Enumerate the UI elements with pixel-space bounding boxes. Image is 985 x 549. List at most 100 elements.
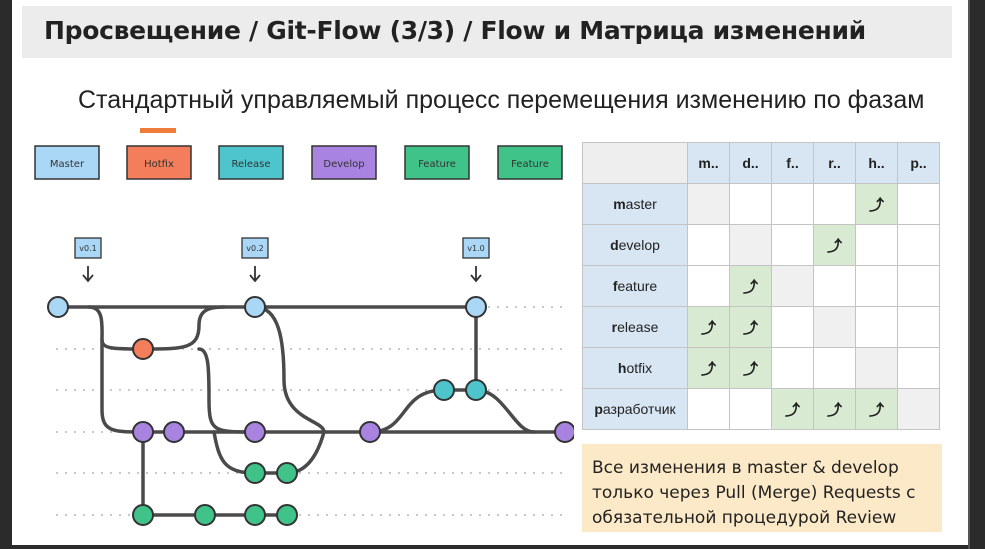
matrix-cell [813,265,856,307]
commit-feature [244,462,266,484]
matrix-row-label: разработчик [582,388,688,430]
legend-feature-2: Feature [497,145,563,180]
commit-feature [276,504,298,526]
matrix-cell [687,388,730,430]
matrix-row-label: master [582,183,688,225]
matrix-cell-allowed: ⤴ [855,183,898,225]
commit-release [465,379,487,401]
matrix-cell-allowed: ⤴ [771,388,814,430]
matrix-cell [897,183,940,225]
matrix-col-develop: d.. [729,142,772,184]
version-tags: v0.1 v0.2 v1.0 [74,237,490,283]
commit-feature [244,504,266,526]
matrix-cell [855,306,898,348]
commit-develop [132,421,154,443]
version-tag-v1-0: v1.0 [462,237,490,283]
legend-feature-label: Feature [511,159,549,170]
legend-feature-1: Feature [404,145,470,180]
legend-hotfix-label: Hotfix [144,159,174,170]
matrix-header-row: m.. d.. f.. r.. h.. p.. [582,142,940,184]
commit-feature [276,462,298,484]
matrix-cell-self [687,183,730,225]
legend-master-label: Master [50,159,85,170]
matrix-row: hotfix ⤴⤴ [582,347,940,389]
matrix-cell [813,347,856,389]
matrix-cell-self [813,306,856,348]
commit-feature [194,504,216,526]
matrix-cell-allowed: ⤴ [813,224,856,266]
matrix-cell [855,265,898,307]
matrix-cell [687,224,730,266]
commit-master [465,296,487,318]
matrix-cell-self [771,265,814,307]
matrix-col-release: r.. [813,142,856,184]
commit-master [244,296,266,318]
matrix-row: develop ⤴ [582,224,940,266]
matrix-cell [897,306,940,348]
matrix-cell-self [897,388,940,430]
matrix-cell [897,347,940,389]
matrix-cell [771,224,814,266]
commit-develop [244,421,266,443]
matrix-col-developer: p.. [897,142,940,184]
matrix-cell-allowed: ⤴ [729,306,772,348]
title-bar: Просвещение / Git-Flow (3/3) / Flow и Ма… [22,6,952,58]
matrix-row: master ⤴ [582,183,940,225]
svg-text:v0.1: v0.1 [79,244,96,253]
matrix-cell [771,347,814,389]
change-matrix: m.. d.. f.. r.. h.. p.. master ⤴ develop… [582,142,940,430]
orange-accent-mark [140,128,176,133]
commit-release [433,379,455,401]
matrix-cell-allowed: ⤴ [855,388,898,430]
matrix-cell-allowed: ⤴ [687,306,730,348]
matrix-cell-self [855,347,898,389]
slide-title: Просвещение / Git-Flow (3/3) / Flow и Ма… [44,16,866,45]
matrix-cell [771,183,814,225]
lane-guides [56,306,564,516]
matrix-cell-allowed: ⤴ [687,347,730,389]
matrix-cell [897,224,940,266]
matrix-row-label: feature [582,265,688,307]
matrix-corner [582,142,688,184]
review-note: Все изменения в master & develop только … [582,444,942,532]
legend-hotfix: Hotfix [126,145,192,180]
commits [47,296,574,526]
legend-release: Release [218,145,284,180]
commit-feature [132,504,154,526]
matrix-cell-allowed: ⤴ [729,265,772,307]
svg-text:v0.2: v0.2 [246,244,263,253]
matrix-row-label: hotfix [582,347,688,389]
matrix-row: release ⤴⤴ [582,306,940,348]
svg-text:v1.0: v1.0 [467,244,484,253]
matrix-cell-allowed: ⤴ [813,388,856,430]
matrix-cell-allowed: ⤴ [729,347,772,389]
legend-develop-label: Develop [323,159,364,170]
version-tag-v0-2: v0.2 [241,237,269,283]
review-note-text: Все изменения в master & develop только … [592,458,916,528]
matrix-col-master: m.. [687,142,730,184]
matrix-cell [813,183,856,225]
legend-develop: Develop [311,145,377,180]
matrix-cell [729,183,772,225]
matrix-col-feature: f.. [771,142,814,184]
legend-master: Master [34,145,100,180]
commit-hotfix [132,338,154,360]
commit-master [47,296,69,318]
matrix-cell [897,265,940,307]
matrix-cell [771,306,814,348]
matrix-cell [729,388,772,430]
matrix-cell [687,265,730,307]
git-flow-diagram: Master Hotfix Release Develop Feature Fe… [34,145,574,526]
commit-develop [359,421,381,443]
matrix-row: feature ⤴ [582,265,940,307]
commit-develop [163,421,185,443]
commit-develop [554,421,574,443]
version-tag-v0-1: v0.1 [74,237,102,283]
matrix-cell-self [729,224,772,266]
matrix-row-label: develop [582,224,688,266]
slide-subtitle: Стандартный управляемый процесс перемеще… [78,86,925,114]
window-edge [968,0,970,549]
legend: Master Hotfix Release Develop Feature Fe… [34,145,563,180]
matrix-row: разработчик ⤴⤴⤴ [582,388,940,430]
slide: Просвещение / Git-Flow (3/3) / Flow и Ма… [12,0,968,545]
